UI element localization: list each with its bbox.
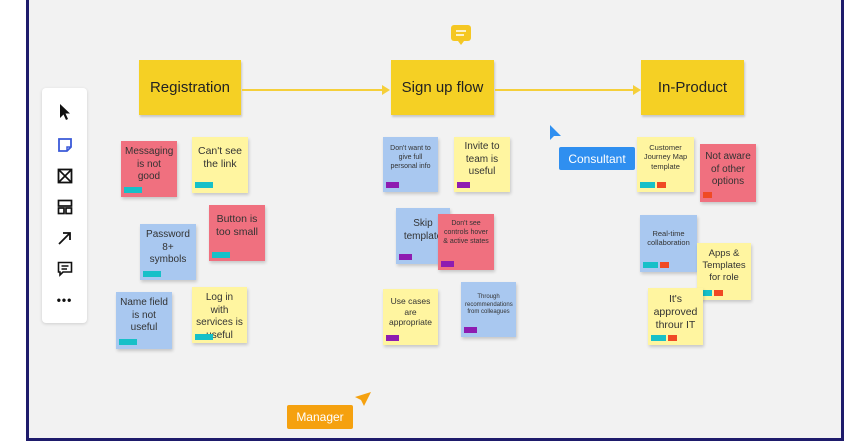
sticky-text: Not aware of other options: [705, 151, 751, 187]
sticky-text: Don't want to give full personal info: [390, 145, 431, 170]
sticky-tag: [441, 261, 454, 267]
consultant-cursor-label: Consultant: [559, 147, 635, 170]
sticky-text: Real-time collaboration: [647, 229, 690, 248]
sticky-note[interactable]: Don't want to give full personal info: [383, 137, 438, 192]
sticky-tag: [119, 339, 137, 345]
consultant-name: Consultant: [568, 151, 626, 166]
frame-tool[interactable]: [50, 163, 79, 189]
manager-name: Manager: [296, 410, 344, 424]
connector-line: [495, 89, 633, 91]
layout-template-icon: [57, 199, 73, 215]
board-comment-icon[interactable]: [450, 24, 472, 51]
sticky-note[interactable]: Not aware of other options: [700, 144, 756, 202]
sticky-note[interactable]: Name field is not useful: [116, 292, 172, 349]
cursor-arrow-icon: [59, 103, 71, 121]
sticky-tag: [660, 262, 669, 268]
sticky-note[interactable]: Invite to team is useful: [454, 137, 510, 192]
sticky-tag: [703, 192, 712, 198]
header-registration-text: Registration: [149, 79, 231, 96]
sticky-tag: [195, 334, 213, 340]
sticky-note[interactable]: Apps & Templates for role: [697, 243, 751, 300]
sticky-note[interactable]: It's approved throur IT: [648, 288, 703, 345]
arrow-tool[interactable]: [50, 225, 79, 251]
header-registration[interactable]: Registration: [139, 60, 241, 115]
sticky-text: Use cases are appropriate: [388, 296, 432, 328]
sticky-text: It's approved throur IT: [653, 293, 698, 332]
header-in-product[interactable]: In-Product: [641, 60, 744, 115]
connector-line: [242, 89, 382, 91]
connector-arrowhead: [633, 85, 641, 95]
sticky-tag: [124, 187, 142, 193]
sticky-tag: [643, 262, 658, 268]
sticky-tag: [464, 327, 477, 333]
canvas-border: [26, 438, 844, 441]
sticky-note[interactable]: Can't see the link: [192, 137, 248, 193]
sticky-tag: [651, 335, 666, 341]
sticky-note[interactable]: Don't see controls hover & active states: [438, 214, 494, 270]
select-tool[interactable]: [50, 99, 79, 125]
sticky-tag: [640, 182, 655, 188]
sticky-tag: [212, 252, 230, 258]
sticky-text: Log in with services is useful: [196, 292, 243, 341]
sticky-note[interactable]: Customer Journey Map template: [637, 137, 694, 192]
sticky-tag: [143, 271, 161, 277]
sticky-tag: [657, 182, 666, 188]
header-signup-flow[interactable]: Sign up flow: [391, 60, 494, 115]
consultant-cursor-icon: [549, 124, 563, 149]
sticky-tag: [386, 182, 399, 188]
template-tool[interactable]: [50, 194, 79, 220]
sticky-note[interactable]: Password 8+ symbols: [140, 224, 196, 280]
sticky-note[interactable]: Use cases are appropriate: [383, 289, 438, 345]
diagonal-arrow-icon: [57, 230, 73, 246]
sticky-text: Through recommendations from colleagues: [465, 294, 513, 315]
more-icon: •••: [56, 293, 73, 307]
sticky-note[interactable]: Through recommendations from colleagues: [461, 282, 516, 337]
frame-icon: [57, 168, 73, 184]
sticky-tag: [399, 254, 412, 260]
sticky-tag: [386, 335, 399, 341]
more-tool[interactable]: •••: [50, 287, 79, 313]
manager-cursor-label: Manager: [287, 405, 353, 429]
header-signup-text: Sign up flow: [401, 79, 484, 96]
sticky-note[interactable]: Button is too small: [209, 205, 265, 261]
sticky-tag: [195, 182, 213, 188]
sticky-note[interactable]: Real-time collaboration: [640, 215, 697, 272]
sticky-text: Can't see the link: [197, 145, 243, 171]
connector-arrowhead: [382, 85, 390, 95]
sticky-text: Password 8+ symbols: [146, 229, 190, 265]
sticky-text: Don't see controls hover & active states: [443, 220, 489, 245]
sticky-text: Apps & Templates for role: [702, 248, 746, 283]
sticky-tag: [714, 290, 723, 296]
sticky-note-tool[interactable]: [50, 132, 79, 158]
sticky-text: Skip template: [403, 218, 443, 242]
header-inproduct-text: In-Product: [657, 79, 728, 96]
sticky-text: Invite to team is useful: [464, 141, 500, 177]
sticky-text: Button is too small: [215, 213, 258, 239]
sticky-tag: [457, 182, 470, 188]
sticky-note-icon: [57, 137, 73, 153]
sticky-text: Customer Journey Map template: [643, 143, 688, 171]
comment-tool[interactable]: [50, 256, 79, 282]
manager-cursor-icon: [354, 391, 372, 412]
sticky-text: Messaging is not good: [125, 146, 174, 182]
sticky-text: Name field is not useful: [120, 297, 168, 333]
sticky-tag: [700, 290, 712, 296]
left-toolbar: •••: [42, 88, 87, 323]
sticky-tag: [668, 335, 677, 341]
sticky-note[interactable]: Log in with services is useful: [192, 287, 247, 343]
comment-icon: [57, 261, 73, 277]
sticky-note[interactable]: Messaging is not good: [121, 141, 177, 197]
